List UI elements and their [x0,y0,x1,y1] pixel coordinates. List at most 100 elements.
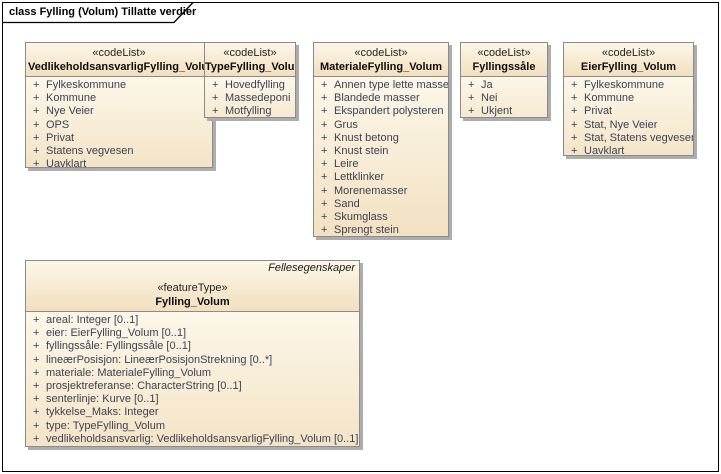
code-item-label: Nye Veier [46,105,94,118]
attribute-label: senterlinje: Kurve [0..1] [46,393,159,406]
code-item: +Uavklart [26,158,212,167]
code-item-label: Kommune [46,92,97,105]
code-item-label: Grus [334,118,358,131]
visibility-public-icon: + [571,92,578,105]
visibility-public-icon: + [33,105,40,118]
visibility-public-icon: + [321,184,328,197]
visibility-public-icon: + [33,79,40,91]
code-item-label: Motfylling [225,105,272,118]
visibility-public-icon: + [571,105,578,118]
code-item-label: Fylkeskommune [584,79,665,91]
box-attributes: +Hovedfylling + Massedeponi +Motfylling [205,77,295,118]
codelist-box-vedlikeholdsansvarlig[interactable]: «codeList» VedlikeholdsansvarligFylling_… [25,42,213,168]
visibility-public-icon: + [468,92,475,105]
tab-outline-shape [2,2,194,24]
stereotype-label: «codeList» [223,47,277,59]
code-item: + OPS [26,119,212,132]
code-item: +Ekspandert polysteren [314,105,448,118]
code-item: + Massedeponi [205,92,295,105]
code-item: +Hovedfylling [205,79,295,92]
attribute-label: areal: Integer [0..1] [46,314,139,326]
package-label: Fellesegenskaper [268,262,355,274]
box-header: Fellesegenskaper «featureType» Fylling_V… [26,261,359,312]
visibility-public-icon: + [321,171,328,184]
attribute-row: +tykkelse_Maks: Integer [26,406,359,419]
code-item: + Nye Veier [26,105,212,118]
stereotype-label: «codeList» [601,47,656,59]
code-item: +Ukjent [461,105,547,118]
code-item: + Uavklart [564,145,693,156]
code-item-label: Skumglass [334,211,388,224]
class-name: MaterialeFylling_Volum [319,61,443,73]
code-item-label: Massedeponi [225,92,291,105]
code-item-label: Knust stein [334,145,389,158]
attribute-row: +type: TypeFylling_Volum [26,420,359,433]
stereotype-label: «codeList» [92,47,146,59]
visibility-public-icon: + [33,340,40,353]
code-item-label: Morenemasser [334,184,408,197]
code-item: + Knust stein [314,145,448,158]
codelist-box-fyllingssaale[interactable]: «codeList» Fyllingssåle +Ja +Nei +Ukjent [460,42,548,118]
code-item-label: Statens vegvesen [46,145,134,158]
visibility-public-icon: + [321,92,328,105]
visibility-public-icon: + [212,92,219,105]
code-item: +Motfylling [205,105,295,118]
code-item-label: Annen type lette masser [334,79,449,91]
box-header: «codeList» TypeFylling_Volum [205,43,295,77]
attribute-label: lineærPosisjon: LineærPosisjonStrekning … [46,353,273,366]
visibility-public-icon: + [321,197,328,210]
code-item: +Leire [314,158,448,171]
visibility-public-icon: + [571,118,578,131]
code-item: + Privat [26,132,212,145]
code-item: +Stat, Statens vegvesen [564,132,693,145]
code-item: + Sand [314,198,448,211]
code-item-label: Blandede masser [334,92,420,105]
class-name: EierFylling_Volum [580,61,677,73]
code-item: +Annen type lette masser [314,79,448,92]
code-item-label: Privat [584,105,613,118]
code-item-label: Uavklart [584,145,625,156]
code-item: +Kommune [26,92,212,105]
code-item: +Grus [314,119,448,132]
visibility-public-icon: + [321,211,328,224]
code-item: +Kommune [564,92,693,105]
visibility-public-icon: + [468,79,475,91]
visibility-public-icon: + [33,145,40,158]
codelist-box-eierfylling[interactable]: «codeList» EierFylling_Volum + Fylkeskomm… [563,42,694,156]
code-item: +Lettklinker [314,171,448,184]
visibility-public-icon: + [571,145,578,156]
code-item: +Nei [461,92,547,105]
code-item: +Knust betong [314,132,448,145]
attribute-row: +materiale: MaterialeFylling_Volum [26,367,359,380]
attribute-label: tykkelse_Maks: Integer [46,406,159,419]
featuretype-box-fylling-volum[interactable]: Fellesegenskaper «featureType» Fylling_V… [25,260,360,447]
code-item: + Privat [564,105,693,118]
diagram-title: class Fylling (Volum) Tillatte verdier [9,6,197,18]
code-item: + Skumglass [314,211,448,224]
code-item-label: Sand [334,197,360,210]
code-item: + Fylkeskommune [564,79,693,92]
code-item-label: Ukjent [481,105,513,118]
box-attributes: +areal: Integer [0..1] +eier: EierFyllin… [26,312,359,446]
codelist-box-typefylling[interactable]: «codeList» TypeFylling_Volum +Hovedfylli… [204,42,296,118]
visibility-public-icon: + [33,380,40,393]
visibility-public-icon: + [33,131,40,144]
code-item: + Statens vegvesen [26,145,212,158]
attribute-row: + areal: Integer [0..1] [26,314,359,327]
code-item-label: OPS [46,118,70,131]
visibility-public-icon: + [33,118,40,131]
visibility-public-icon: + [321,158,328,171]
attribute-label: vedlikeholdsansvarlig: Vedlikeholdsansva… [46,432,359,445]
code-item: + Blandede masser [314,92,448,105]
visibility-public-icon: + [571,79,578,91]
visibility-public-icon: + [33,314,40,326]
box-header: «codeList» EierFylling_Volum [564,43,693,77]
visibility-public-icon: + [321,131,328,144]
visibility-public-icon: + [321,145,328,158]
codelist-box-materialefylling[interactable]: «codeList» MaterialeFylling_Volum +Annen… [313,42,449,237]
stereotype-label: «featureType» [157,282,228,294]
code-item-label: Privat [46,131,75,144]
code-item: +Stat, Nye Veier [564,119,693,132]
